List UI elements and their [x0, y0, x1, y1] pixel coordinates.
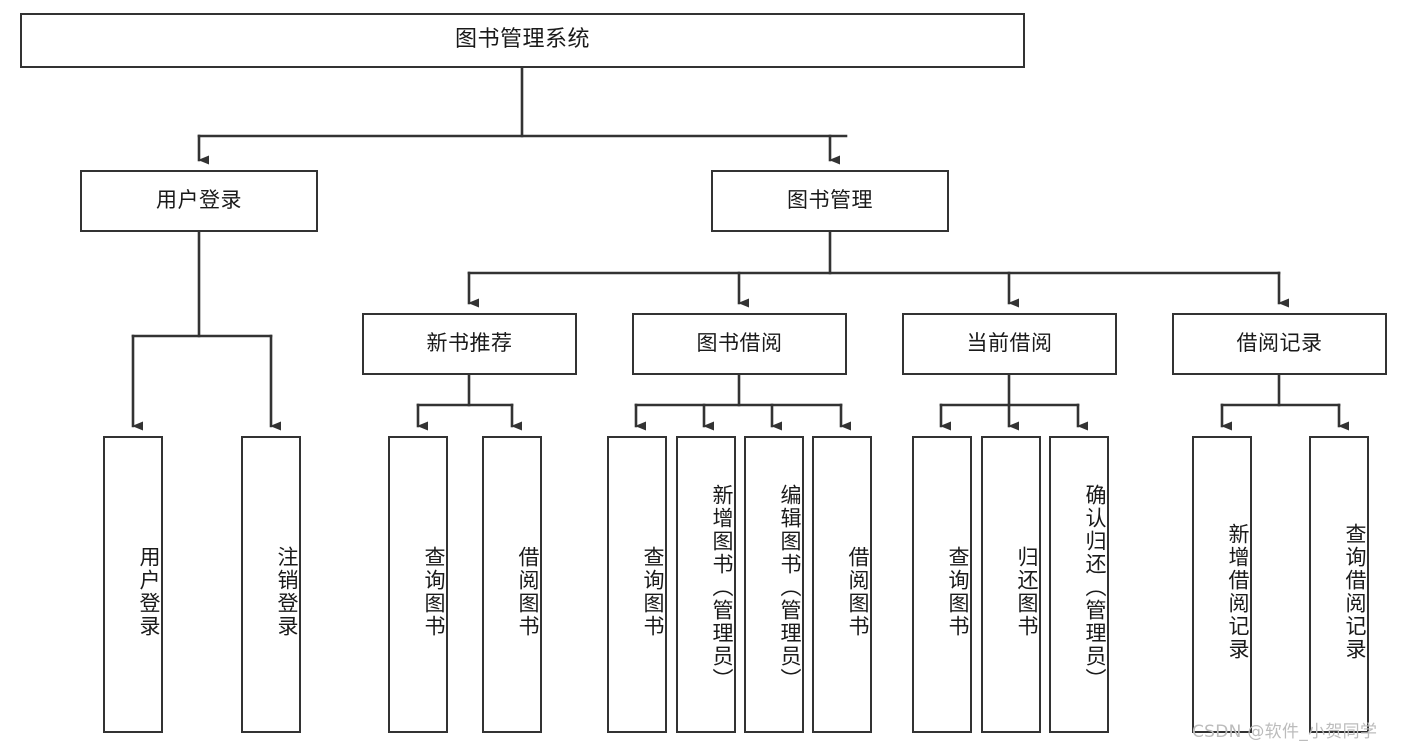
leaf-book-borrow-query-books[interactable]: 查询图书 — [607, 436, 667, 733]
node-label: 注销登录 — [275, 545, 299, 638]
node-label: 用户登录 — [137, 545, 161, 638]
leaf-book-borrow-add-book-admin[interactable]: 新增图书（管理员） — [676, 436, 736, 733]
leaf-new-book-query-books[interactable]: 查询图书 — [388, 436, 448, 733]
node-label: 借阅图书 — [846, 545, 870, 638]
leaf-user-login-login[interactable]: 用户登录 — [103, 436, 163, 733]
node-label: 新增借阅记录 — [1226, 522, 1250, 661]
leaf-current-borrow-return-books[interactable]: 归还图书 — [981, 436, 1041, 733]
node-label: 归还图书 — [1015, 545, 1039, 638]
node-user-login[interactable]: 用户登录 — [80, 170, 318, 232]
leaf-borrow-record-add-record[interactable]: 新增借阅记录 — [1192, 436, 1252, 733]
node-label: 新书推荐 — [426, 331, 513, 356]
node-label: 查询借阅记录 — [1343, 522, 1367, 661]
node-new-book-recommend[interactable]: 新书推荐 — [362, 313, 577, 375]
leaf-current-borrow-query-books[interactable]: 查询图书 — [912, 436, 972, 733]
node-borrow-record[interactable]: 借阅记录 — [1172, 313, 1387, 375]
node-label: 借阅记录 — [1236, 331, 1323, 356]
node-label: 图书借阅 — [696, 331, 783, 356]
node-label: 新增图书（管理员） — [710, 484, 734, 691]
node-label: 用户登录 — [156, 188, 242, 213]
leaf-book-borrow-edit-book-admin[interactable]: 编辑图书（管理员） — [744, 436, 804, 733]
node-label: 图书管理 — [787, 188, 873, 213]
leaf-book-borrow-borrow-books[interactable]: 借阅图书 — [812, 436, 872, 733]
node-label: 借阅图书 — [516, 545, 540, 638]
leaf-current-borrow-confirm-return-admin[interactable]: 确认归还（管理员） — [1049, 436, 1109, 733]
leaf-borrow-record-query-record[interactable]: 查询借阅记录 — [1309, 436, 1369, 733]
node-label: 编辑图书（管理员） — [778, 484, 802, 691]
node-book-borrow[interactable]: 图书借阅 — [632, 313, 847, 375]
leaf-new-book-borrow-books[interactable]: 借阅图书 — [482, 436, 542, 733]
node-current-borrow[interactable]: 当前借阅 — [902, 313, 1117, 375]
node-label: 查询图书 — [946, 545, 970, 638]
node-label: 查询图书 — [422, 545, 446, 638]
node-label: 查询图书 — [641, 545, 665, 638]
node-label: 当前借阅 — [966, 331, 1053, 356]
node-label: 确认归还（管理员） — [1083, 484, 1107, 691]
leaf-user-login-logout[interactable]: 注销登录 — [241, 436, 301, 733]
node-book-management[interactable]: 图书管理 — [711, 170, 949, 232]
node-label: 图书管理系统 — [454, 27, 590, 53]
node-root-book-management-system[interactable]: 图书管理系统 — [20, 13, 1025, 68]
